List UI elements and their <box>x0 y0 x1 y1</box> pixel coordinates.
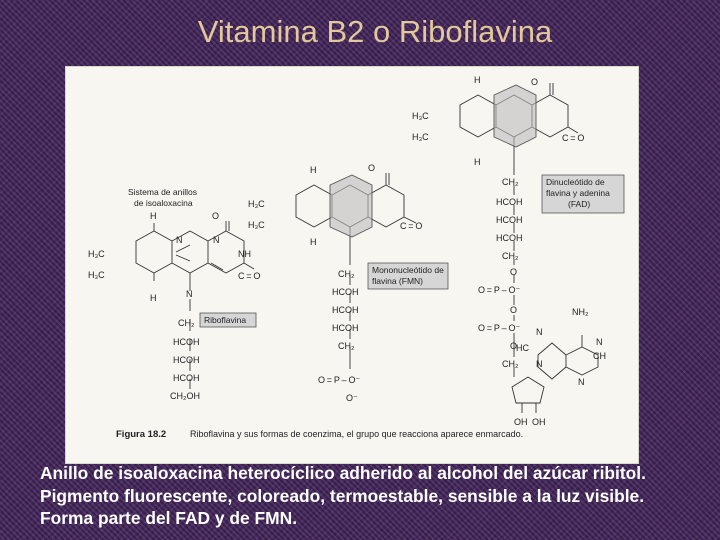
riboflavin-label-box: Riboflavina <box>199 312 257 328</box>
svg-text:HCOH: HCOH <box>496 233 523 243</box>
svg-text:CH₂: CH₂ <box>338 269 355 279</box>
svg-text:H₃C: H₃C <box>412 111 429 121</box>
fad-atom-labels: H O H₃C H₃C C = O H CH₂ HCOH HCOH HCOH C… <box>412 75 606 427</box>
svg-text:HCOH: HCOH <box>332 323 359 333</box>
svg-text:CH₂: CH₂ <box>178 318 195 328</box>
svg-text:Dinucleótido de: Dinucleótido de <box>546 177 605 187</box>
figure-image: Sistema de anillos de isoaloxacina H O N… <box>65 66 639 464</box>
svg-text:H: H <box>310 165 317 175</box>
svg-text:N: N <box>176 235 183 245</box>
svg-text:H: H <box>150 211 157 221</box>
svg-text:H₃C: H₃C <box>88 270 105 280</box>
svg-text:H: H <box>474 75 481 85</box>
svg-text:HCOH: HCOH <box>496 197 523 207</box>
fad-reactive-group-highlight <box>493 84 537 148</box>
isoalloxazine-label: Sistema de anillos de isoaloxacina <box>128 187 197 208</box>
svg-text:HCOH: HCOH <box>173 337 200 347</box>
svg-text:flavina y adenina: flavina y adenina <box>546 188 610 198</box>
svg-text:N: N <box>596 337 603 347</box>
svg-text:H₃C: H₃C <box>412 132 429 142</box>
svg-text:C = O: C = O <box>238 271 260 281</box>
svg-text:H₃C: H₃C <box>88 249 105 259</box>
svg-text:C = O: C = O <box>562 133 584 143</box>
fmn-label-box: Mononucleótido de flavina (FMN) <box>367 262 449 290</box>
svg-text:Sistema de anillos: Sistema de anillos <box>128 187 197 197</box>
svg-text:O: O <box>510 305 517 315</box>
svg-text:O: O <box>510 267 517 277</box>
svg-text:Mononucleótido de: Mononucleótido de <box>372 265 444 275</box>
riboflavin-structures: Sistema de anillos de isoaloxacina H O N… <box>88 75 625 440</box>
svg-text:H: H <box>150 293 157 303</box>
svg-text:flavina (FMN): flavina (FMN) <box>372 276 423 286</box>
svg-text:CH₂: CH₂ <box>502 251 519 261</box>
slide-title: Vitamina B2 o Riboflavina <box>197 14 553 49</box>
svg-text:CH: CH <box>593 351 606 361</box>
fad-label-box: Dinucleótido de flavina y adenina (FAD) <box>541 174 625 214</box>
svg-text:O = P – O⁻: O = P – O⁻ <box>478 323 520 333</box>
svg-text:C = O: C = O <box>400 221 422 231</box>
fmn-atom-labels: H O H₃C H₃C C = O H CH₂ HCOH HCOH HCOH C… <box>248 163 422 403</box>
riboflavin-atom-labels: H O N N NH H₃C H₃C C = O N H CH₂ HCOH HC… <box>88 211 260 401</box>
svg-text:N: N <box>186 289 193 299</box>
figure-caption: Figura 18.2 Riboflavina y sus formas de … <box>116 429 523 440</box>
svg-text:O = P – O⁻: O = P – O⁻ <box>478 285 520 295</box>
svg-text:O: O <box>531 77 538 87</box>
svg-text:O: O <box>212 211 219 221</box>
svg-text:de isoaloxacina: de isoaloxacina <box>134 198 193 208</box>
svg-text:N: N <box>213 235 220 245</box>
svg-text:HCOH: HCOH <box>173 355 200 365</box>
svg-text:CH₂OH: CH₂OH <box>170 391 200 401</box>
svg-text:HCOH: HCOH <box>332 305 359 315</box>
svg-text:O: O <box>510 341 517 351</box>
svg-text:Figura 18.2: Figura 18.2 <box>116 429 166 440</box>
riboflavin-structure <box>135 221 255 389</box>
svg-text:N: N <box>536 327 543 337</box>
svg-text:NH: NH <box>238 249 251 259</box>
svg-text:OH: OH <box>514 417 528 427</box>
svg-text:H: H <box>474 157 481 167</box>
svg-text:(FAD): (FAD) <box>568 199 590 209</box>
svg-text:Riboflavina y sus formas de co: Riboflavina y sus formas de coenzima, el… <box>190 429 523 439</box>
svg-text:HCOH: HCOH <box>496 215 523 225</box>
svg-text:H: H <box>310 237 317 247</box>
svg-text:CH₂: CH₂ <box>338 341 355 351</box>
svg-text:O = P – O⁻: O = P – O⁻ <box>318 375 360 385</box>
svg-text:H₃C: H₃C <box>248 220 265 230</box>
svg-text:HC: HC <box>516 343 529 353</box>
slide-body-text: Anillo de isoaloxacina heterocíclico adh… <box>40 463 646 528</box>
svg-text:CH₂: CH₂ <box>502 177 519 187</box>
svg-text:O: O <box>368 163 375 173</box>
svg-text:H₃C: H₃C <box>248 199 265 209</box>
svg-text:O⁻: O⁻ <box>346 393 358 403</box>
svg-text:CH₂: CH₂ <box>502 359 519 369</box>
svg-text:N: N <box>536 359 543 369</box>
svg-text:OH: OH <box>532 417 546 427</box>
svg-text:NH₂: NH₂ <box>572 307 589 317</box>
fmn-reactive-group-highlight <box>329 174 373 238</box>
svg-text:HCOH: HCOH <box>332 287 359 297</box>
svg-text:HCOH: HCOH <box>173 373 200 383</box>
svg-text:Riboflavina: Riboflavina <box>204 315 246 325</box>
svg-text:N: N <box>578 377 585 387</box>
